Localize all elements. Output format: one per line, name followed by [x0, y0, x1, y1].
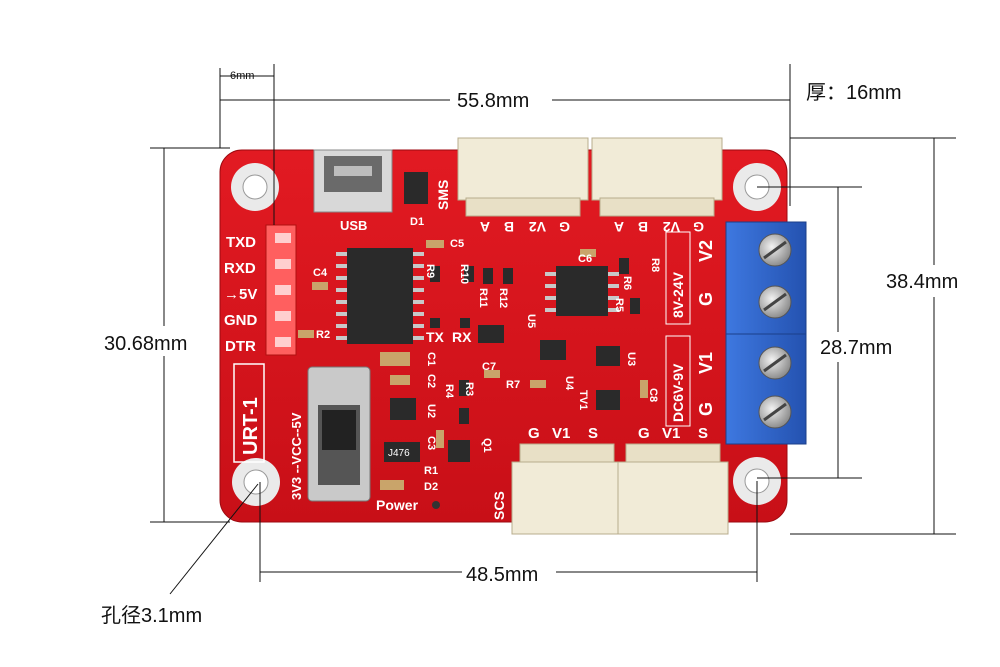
- terminal-label-v2: V2: [696, 240, 716, 262]
- transistor-q1: [448, 440, 470, 462]
- scs-pin-v1-left: V1: [552, 425, 570, 442]
- power-led: [432, 501, 440, 509]
- pin-label-gnd: GND: [224, 312, 258, 329]
- component-c5: C5: [450, 238, 464, 250]
- terminal-block-top: [725, 221, 807, 335]
- resistor-code: J476: [388, 448, 410, 459]
- driver-chip: [545, 266, 619, 316]
- terminal-label-g-bottom: G: [696, 402, 716, 416]
- model-label-box: URT-1: [233, 363, 265, 463]
- dim-left-height: 30.68mm: [104, 333, 187, 355]
- component-r3: R3: [463, 382, 475, 396]
- component-c3: C3: [425, 436, 437, 450]
- dim-right-height: 38.4mm: [886, 271, 958, 293]
- component-r11: R11: [477, 288, 489, 308]
- pin-label-txd: TXD: [226, 234, 256, 251]
- component-r1: R1: [424, 465, 438, 477]
- terminal-block-bottom: [725, 333, 807, 445]
- component-u4: U4: [563, 376, 575, 391]
- dim-right-hole-spacing: 28.7mm: [820, 337, 892, 359]
- scs-pin-s-right: S: [698, 425, 708, 442]
- pin-label-5v: →5V: [224, 286, 257, 303]
- sms-label: SMS: [435, 180, 451, 210]
- component-r8: R8: [649, 258, 661, 272]
- voltage-select-label: 3V3 --VCC--5V: [289, 412, 304, 500]
- component-d2: D2: [424, 481, 438, 493]
- component-r2: R2: [316, 329, 330, 341]
- component-tv1: TV1: [577, 390, 589, 410]
- pin-header: [265, 224, 297, 356]
- scs-pin-g-right: G: [638, 425, 650, 442]
- component-c1: C1: [425, 352, 437, 366]
- transistor-u5: [478, 325, 504, 343]
- regulator-u2: [390, 398, 416, 420]
- scs-pin-s-left: S: [588, 425, 598, 442]
- scs-pin-v1-right: V1: [662, 425, 680, 442]
- scs-label: SCS: [491, 491, 507, 520]
- range-high-label: 8V-24V: [670, 271, 686, 318]
- component-r7: R7: [506, 379, 520, 391]
- terminal-label-g-top: G: [696, 292, 716, 306]
- sms-connector-left: [457, 137, 589, 217]
- mounting-hole-bottom-left: [232, 458, 280, 506]
- dim-thickness: 厚：16mm: [806, 82, 902, 104]
- sms-pin-v2-left: V2: [529, 219, 546, 235]
- resistor-array: [430, 258, 640, 424]
- sms-pin-a-left: A: [480, 219, 490, 235]
- usb-serial-chip: [336, 248, 424, 344]
- sms-pin-b-right: B: [638, 219, 648, 235]
- dimension-lines: [150, 64, 956, 595]
- sms-pin-a-right: A: [614, 219, 624, 235]
- sms-pin-b-left: B: [504, 219, 514, 235]
- pin-label-dtr: DTR: [225, 338, 256, 355]
- component-r10: R10: [458, 264, 470, 284]
- sms-connector-right: [591, 137, 723, 217]
- transistor-u3: [596, 346, 620, 366]
- component-q1: Q1: [481, 438, 493, 453]
- dim-top-width: 55.8mm: [457, 90, 529, 112]
- tx-label: TX: [426, 329, 445, 345]
- dim-hole-diameter: 孔径3.1mm: [101, 604, 202, 627]
- transistor-tv1: [596, 390, 620, 410]
- pcb-board: TXD RXD →5V GND DTR URT-1 3V3 --VCC--5V …: [219, 137, 807, 535]
- component-r5: R5: [613, 298, 625, 312]
- usb-label: USB: [340, 218, 367, 233]
- component-c6: C6: [578, 253, 592, 265]
- component-c8: C8: [647, 388, 659, 402]
- resistor-j476: [384, 442, 420, 462]
- passive-components: [298, 240, 648, 490]
- sms-pin-g-right: G: [693, 219, 704, 235]
- pin-label-rxd: RXD: [224, 260, 256, 277]
- component-r9: R9: [424, 264, 436, 278]
- mounting-hole-top-left: [231, 163, 279, 211]
- dim-top-small: 6mm: [230, 70, 254, 82]
- dim-bottom-hole-spacing: 48.5mm: [466, 564, 538, 586]
- component-r12: R12: [497, 288, 509, 308]
- scs-pin-g-left: G: [528, 425, 540, 442]
- scs-connector-right: [617, 443, 729, 535]
- component-d1: D1: [410, 216, 424, 228]
- component-r6: R6: [621, 276, 633, 290]
- sms-pin-v2-right: V2: [663, 219, 680, 235]
- range-low-label: DC6V-9V: [670, 363, 686, 422]
- component-r4: R4: [443, 384, 455, 399]
- scs-connector-left: [511, 443, 623, 535]
- component-c2: C2: [425, 374, 437, 388]
- component-c4: C4: [313, 267, 328, 279]
- component-c7: C7: [482, 361, 496, 373]
- rx-label: RX: [452, 329, 472, 345]
- usb-port: [313, 149, 393, 213]
- terminal-label-v1: V1: [696, 352, 716, 374]
- model-label: URT-1: [240, 397, 262, 455]
- transistor-u4: [540, 340, 566, 360]
- component-u5: U5: [525, 314, 537, 328]
- power-label: Power: [376, 497, 419, 513]
- voltage-slide-switch: [307, 366, 371, 502]
- component-u3: U3: [625, 352, 637, 366]
- sms-pin-g-left: G: [559, 219, 570, 235]
- diode-d1: [404, 172, 428, 204]
- component-u2: U2: [425, 404, 437, 418]
